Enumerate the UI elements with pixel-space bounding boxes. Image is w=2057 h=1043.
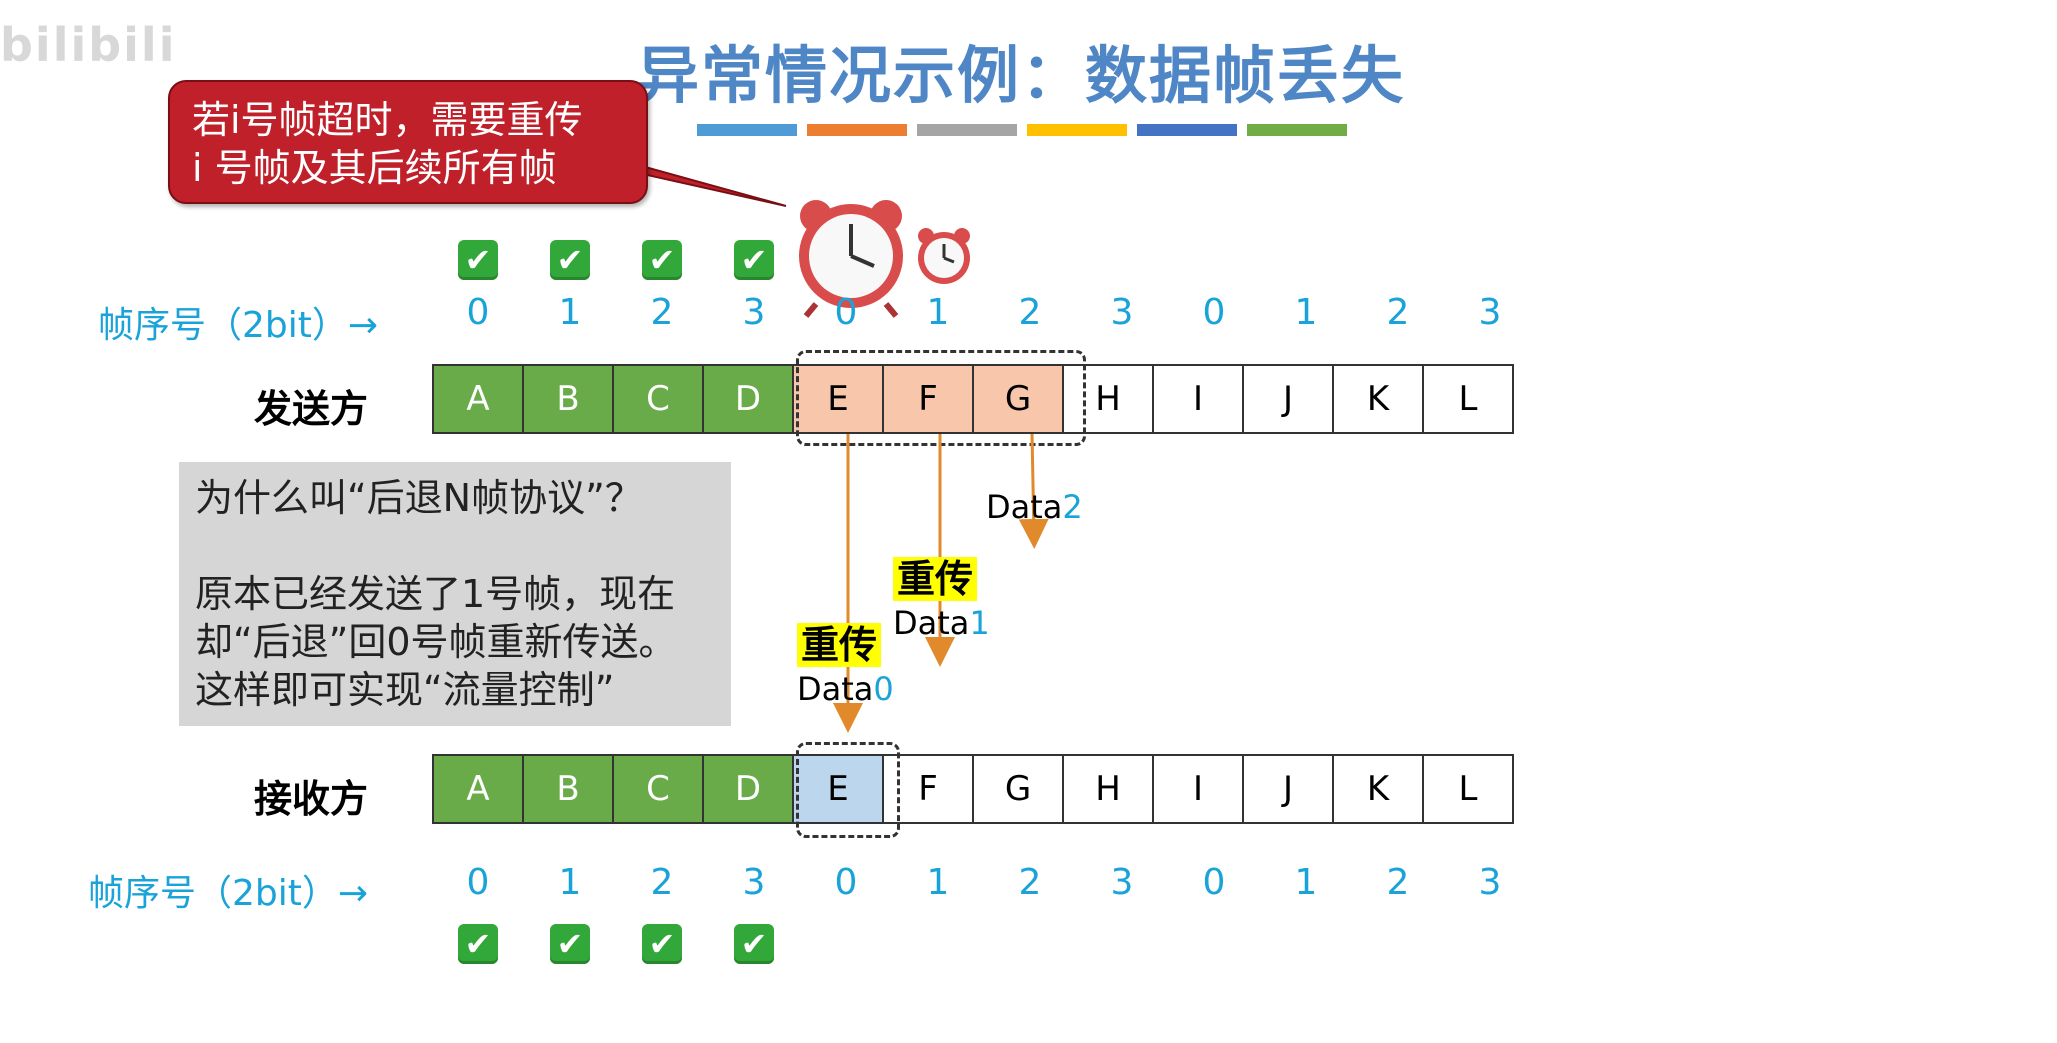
sender-frame: C [612,364,704,434]
seq-number: 1 [558,292,582,333]
slide-title: 异常情况示例：数据帧丢失 [0,25,2057,115]
seq-number: 2 [650,862,674,903]
receiver-frame: C [612,754,704,824]
check-icon: ✔ [458,924,498,964]
seq-number: 1 [926,292,950,333]
receiver-frame: D [702,754,794,824]
seq-number: 3 [1478,292,1502,333]
seq-number: 2 [1018,292,1042,333]
seq-number: 0 [466,292,490,333]
seq-number: 3 [742,862,766,903]
data-word: Data [893,604,970,642]
sender-frame: L [1422,364,1514,434]
seq-number: 0 [466,862,490,903]
explanation-question: 为什么叫“后退N帧协议”？ [195,476,643,520]
sender-frame: J [1242,364,1334,434]
timeout-callout: 若i号帧超时，需要重传 i 号帧及其后续所有帧 [168,80,648,204]
small-alarm-clock-icon [918,228,970,284]
data-index: 2 [1062,488,1083,526]
receiver-window [796,742,900,838]
color-bar-segment [807,124,907,136]
data-index: 0 [873,670,894,708]
seq-number: 2 [650,292,674,333]
sender-frame: B [522,364,614,434]
seq-number: 0 [1202,292,1226,333]
title-color-bar [697,124,1347,136]
seq-number: 2 [1386,292,1410,333]
receiver-frame: K [1332,754,1424,824]
slide-title-text: 异常情况示例：数据帧丢失 [636,39,1405,112]
data0-label: Data0 [797,670,894,708]
color-bar-segment [697,124,797,136]
color-bar-segment [1027,124,1127,136]
sender-seq-label: 帧序号（2bit）→ [98,305,379,346]
sender-frame: K [1332,364,1424,434]
retransmit-badge: 重传 [893,548,978,603]
seq-number: 3 [1110,292,1134,333]
retransmit-label: 重传 [797,623,882,667]
data2-label: Data2 [986,488,1083,526]
explanation-line: 却“后退”回0号帧重新传送。 [195,620,677,664]
explanation-box: 为什么叫“后退N帧协议”？ 原本已经发送了1号帧，现在 却“后退”回0号帧重新传… [179,462,731,726]
check-icon: ✔ [458,240,498,280]
data-index: 1 [969,604,990,642]
sender-ack-checks: ✔ ✔ ✔ ✔ [458,240,774,280]
check-icon: ✔ [642,924,682,964]
seq-number: 1 [1294,292,1318,333]
receiver-frame: E [792,754,884,824]
receiver-seq-numbers: 0 1 2 3 0 1 2 3 0 1 2 3 [432,862,1536,903]
receiver-frame: I [1152,754,1244,824]
data1-label: Data1 [893,604,990,642]
explanation-line: 这样即可实现“流量控制” [195,668,615,712]
explanation-line: 原本已经发送了1号帧，现在 [195,572,676,616]
seq-number: 0 [834,862,858,903]
check-icon: ✔ [734,240,774,280]
data-word: Data [986,488,1063,526]
receiver-frame: H [1062,754,1154,824]
check-icon: ✔ [550,240,590,280]
sender-label: 发送方 [254,387,369,431]
seq-number: 3 [742,292,766,333]
receiver-frame: J [1242,754,1334,824]
receiver-frame: G [972,754,1064,824]
seq-number: 1 [926,862,950,903]
seq-number: 2 [1018,862,1042,903]
watermark-logo: bilibili [0,18,177,72]
receiver-seq-label: 帧序号（2bit）→ [88,873,369,914]
seq-number: 2 [1386,862,1410,903]
receiver-frames: A B C D E F G H I J K L [432,754,1514,824]
receiver-frame: B [522,754,614,824]
callout-line-1: 若i号帧超时，需要重传 [192,98,583,142]
retransmit-badge: 重传 [797,614,882,669]
check-icon: ✔ [734,924,774,964]
sender-frame: A [432,364,524,434]
sender-frames: A B C D E F G H I J K L [432,364,1514,434]
seq-number: 0 [1202,862,1226,903]
color-bar-segment [1137,124,1237,136]
sender-seq-numbers: 0 1 2 3 0 1 2 3 0 1 2 3 [432,292,1536,333]
alarm-clock-icon [799,200,903,318]
seq-number: 0 [834,292,858,333]
receiver-frame: A [432,754,524,824]
seq-number: 1 [558,862,582,903]
check-icon: ✔ [642,240,682,280]
check-icon: ✔ [550,924,590,964]
retransmit-label: 重传 [893,557,978,601]
receiver-label: 接收方 [254,777,369,821]
data-word: Data [797,670,874,708]
seq-number: 3 [1478,862,1502,903]
sender-frame: E [792,364,884,434]
arrow-data2 [1018,433,1049,549]
seq-number: 1 [1294,862,1318,903]
receiver-ack-checks: ✔ ✔ ✔ ✔ [458,924,774,964]
color-bar-segment [917,124,1017,136]
callout-line-2: i 号帧及其后续所有帧 [192,146,557,190]
seq-number: 3 [1110,862,1134,903]
sender-frame: H [1062,364,1154,434]
color-bar-segment [1247,124,1347,136]
receiver-frame: L [1422,754,1514,824]
